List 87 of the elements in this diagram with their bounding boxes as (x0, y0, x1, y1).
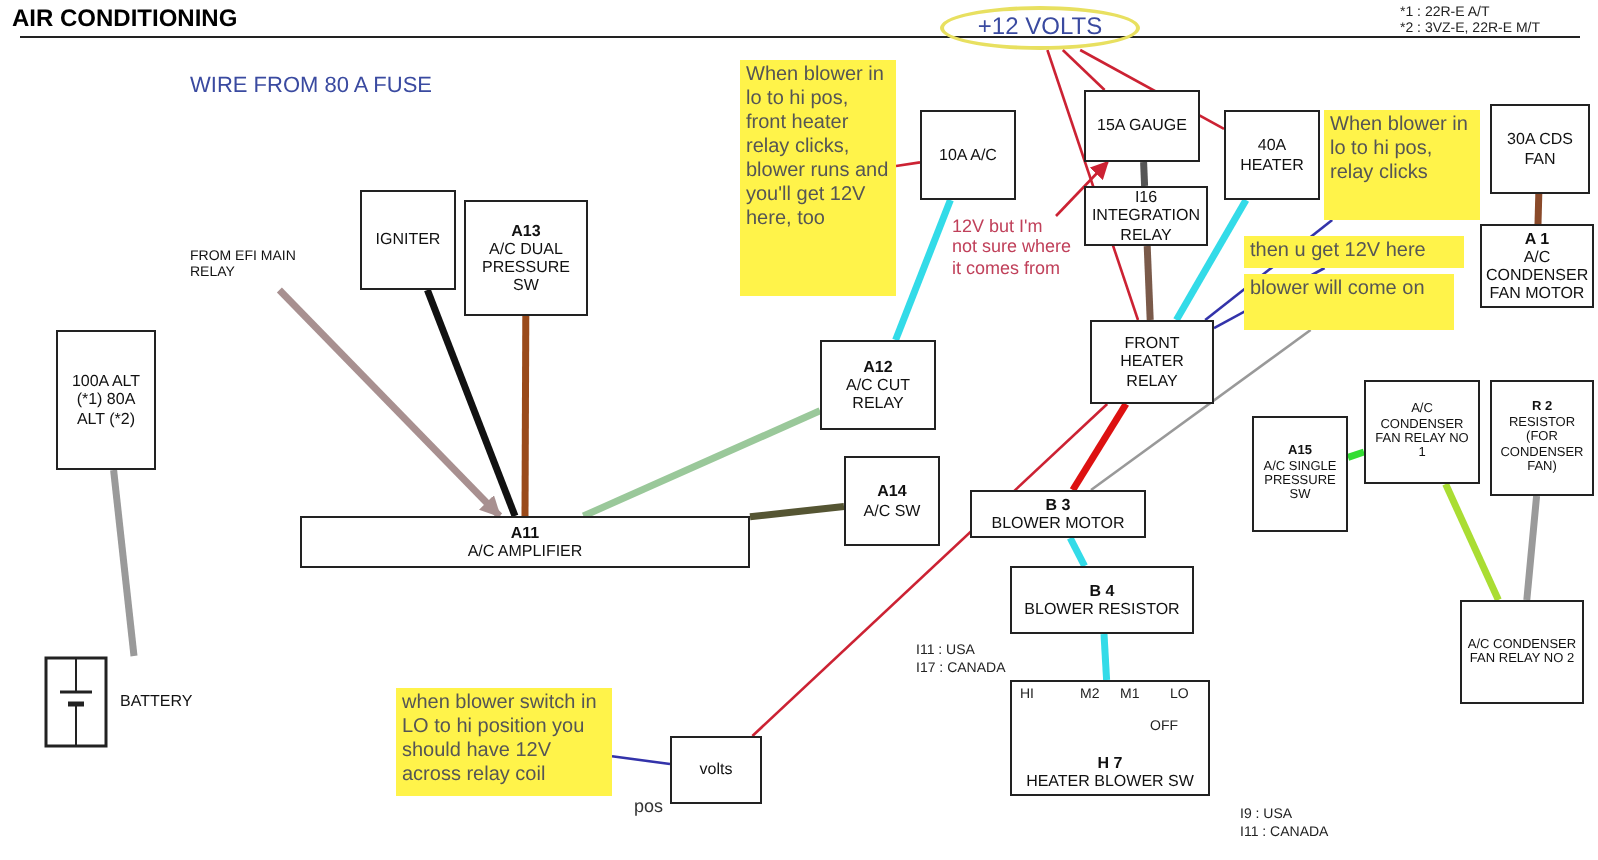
wire (1346, 448, 1366, 461)
text-label: WIRE FROM 80 A FUSE (190, 74, 433, 98)
note-text: blower will come on (1250, 278, 1425, 300)
component-label: A14 (875, 482, 909, 501)
component-label: BLOWER RESISTOR (1022, 600, 1182, 619)
wire (749, 502, 845, 521)
relay-box (1364, 380, 1480, 484)
fuse-box (1490, 104, 1590, 194)
component-label: A11 (508, 523, 542, 542)
note-callout (740, 60, 896, 296)
component-label: 40A HEATER (1238, 136, 1306, 174)
blower-motor-box (970, 490, 1146, 538)
note-callout (396, 688, 612, 796)
component-label: volts (697, 760, 735, 780)
note-text: 12V but I'm not sure where it comes from (952, 216, 1072, 278)
component-label: A/C AMPLIFIER (465, 542, 585, 561)
component-label: HEATER BLOWER SW (1024, 771, 1196, 790)
component-label: IGNITER (373, 230, 443, 250)
wire (1534, 193, 1543, 225)
note-callout (1244, 274, 1454, 330)
note-text: then u get 12V here (1250, 240, 1426, 262)
leader-line (751, 403, 1109, 737)
pressure-switch-box (1252, 416, 1348, 532)
wire (1442, 482, 1502, 602)
fuse-box (1224, 110, 1320, 200)
wire (581, 407, 822, 520)
leader-line (1055, 160, 1109, 217)
fan-motor-box (1480, 224, 1594, 308)
component-label: A/C SW (861, 501, 923, 520)
component-label: A/C CONDENSER FAN MOTOR (1486, 247, 1588, 303)
voltage-callout (940, 6, 1140, 50)
note-text: When blower in lo to hi pos, front heater relay clicks, blower runs and you'll get 12V here, too (746, 64, 889, 230)
wire (1143, 245, 1154, 321)
component-label: A/C DUAL PRESSURE SW (479, 239, 572, 295)
component-label: BLOWER MOTOR (989, 514, 1127, 533)
voltmeter-box (670, 736, 762, 804)
leader-line (1090, 328, 1312, 492)
wire (1100, 633, 1111, 681)
wire (1140, 161, 1149, 187)
component-label: 100A ALT (*1) 80A ALT (*2) (69, 372, 143, 428)
amplifier-box (300, 516, 750, 568)
resistor-box (1010, 566, 1194, 634)
component-label: A/C CUT RELAY (844, 375, 912, 413)
leader-line (611, 754, 671, 766)
component-label: 30A CDS FAN (1505, 130, 1575, 168)
igniter-box (360, 190, 456, 290)
relay-box (820, 340, 936, 430)
component-label: H 7 (1095, 753, 1125, 772)
leader-line (1046, 49, 1140, 321)
wire (892, 198, 954, 342)
component-label: B 4 (1087, 581, 1117, 600)
component-label: BATTERY (120, 692, 193, 711)
fuse-box (1084, 90, 1200, 162)
component-label: A13 (509, 221, 543, 240)
wire (1523, 495, 1541, 601)
component-label: 10A A/C (937, 145, 999, 165)
leader-line (895, 161, 921, 168)
diagram-title: AIR CONDITIONING (12, 4, 238, 32)
component-label: I16 INTEGRATION RELAY (1090, 188, 1202, 244)
wire (1173, 198, 1250, 322)
voltage-text: +12 VOLTS (977, 12, 1103, 40)
wire (1067, 536, 1088, 568)
wire (276, 287, 503, 519)
relay-box (1090, 320, 1214, 404)
wire (1069, 402, 1129, 492)
relay-box (1460, 600, 1584, 704)
component-label: A 1 (1522, 229, 1552, 248)
component-label: B 3 (1043, 495, 1073, 514)
wire (521, 316, 530, 516)
leader-line (1061, 49, 1106, 91)
resistor-box (1490, 380, 1594, 496)
note-callout (1244, 236, 1464, 268)
alternator-box (56, 330, 156, 470)
component-label: 15A GAUGE (1095, 116, 1189, 136)
component-label: A12 (861, 357, 895, 376)
note-callout (1324, 110, 1480, 220)
fuse-box (920, 110, 1016, 200)
note-text: When blower in lo to hi pos, relay clicks (1330, 114, 1468, 184)
blower-switch-box (1010, 680, 1210, 796)
wire (424, 288, 519, 518)
leader-line (1079, 48, 1225, 130)
pressure-switch-box (464, 200, 588, 316)
note-text: when blower switch in LO to hi position you should have 12V across relay coil (402, 692, 597, 786)
beside-label: pos (634, 796, 664, 816)
wire (110, 469, 138, 657)
switch-box (844, 456, 940, 546)
component-label: FRONT HEATER RELAY (1118, 334, 1186, 390)
